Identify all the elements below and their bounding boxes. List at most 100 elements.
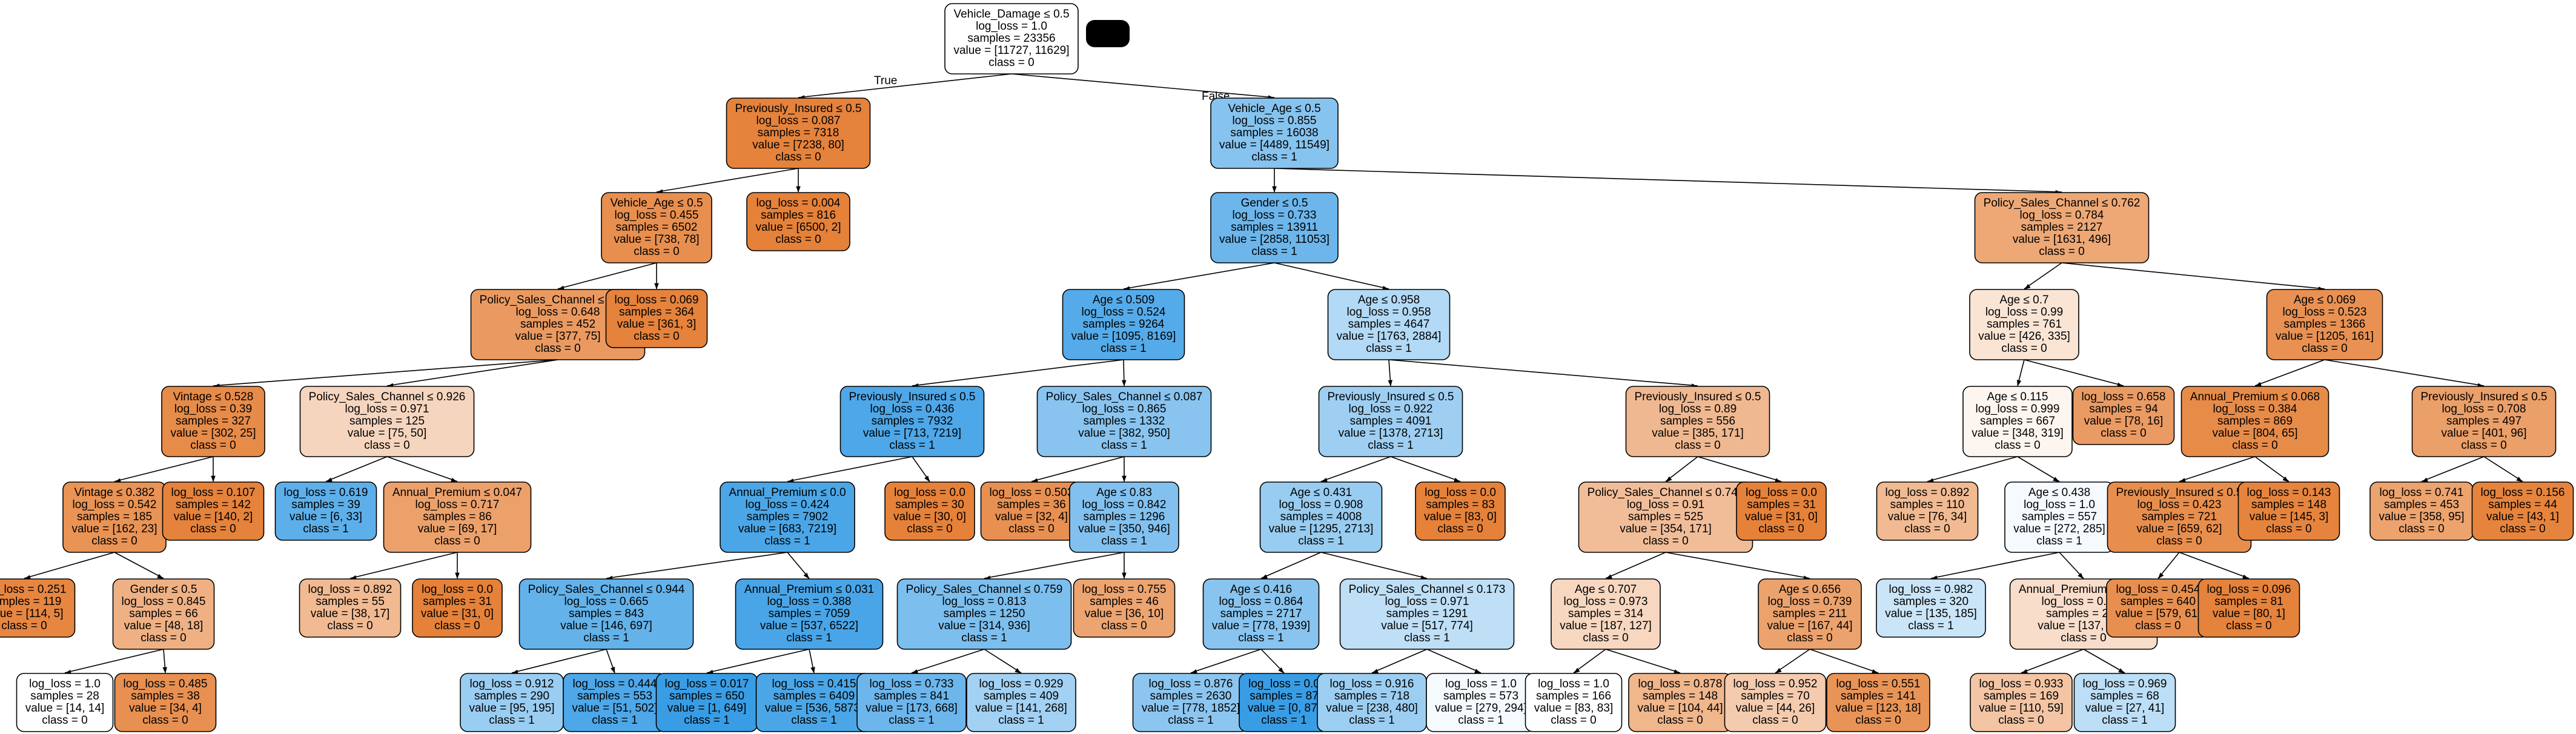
tree-edge [2324,359,2485,386]
node-text-line: samples = 28 [30,690,99,703]
node-box [2180,386,2329,457]
node-text-line: samples = 110 [1890,498,1965,511]
node-text-line: Previously_Insured ≤ 0.5 [735,102,862,115]
node-text-line: class = 0 [2039,245,2085,258]
tree-edge [1190,649,1262,673]
node-text-line: value = [354, 171] [1620,523,1712,535]
node-text-line: value = [377, 75] [515,330,600,343]
node-text-line: class = 1 [1101,342,1147,355]
node-text-line: log_loss = 1.0 [29,678,101,690]
edge-arrowhead [2021,669,2028,673]
tree-edge [2083,649,2125,673]
node-text-line: value = [123, 18] [1835,702,1921,715]
node-text-line: log_loss = 1.0 [1538,678,1609,690]
node-text-line: log_loss = 0.755 [1082,583,1167,596]
node-text-line: log_loss = 0.892 [308,583,392,596]
edge-arrowhead [1606,574,1612,579]
node-text-line: class = 0 [988,56,1035,69]
node-text-line: class = 0 [775,233,821,246]
node-box [1327,289,1451,360]
tree-edge [386,456,458,482]
node-text-line: value = [1295, 2713] [1269,523,1374,535]
tree-edge [911,649,985,673]
node-box [944,3,1079,74]
edge-arrowhead [796,186,801,193]
node-box [601,192,712,263]
edge-arrowhead [1261,574,1268,579]
node-text-line: samples = 2127 [2021,221,2103,234]
node-text-line: samples = 553 [577,690,652,703]
node-text-line: Vintage ≤ 0.528 [173,391,254,403]
tree-edge [1123,262,1275,289]
edge-arrowhead [1388,380,1393,386]
node-text-line: value = [36, 10] [1085,607,1164,620]
tree-edge [1930,552,2060,579]
node-text-line: samples = 237 [2046,607,2121,620]
node-text-line: log_loss = 0.973 [1564,595,1648,608]
node-text-line: value = [187, 127] [1560,620,1652,632]
node-text-line: log_loss = 1.0 [2024,498,2095,511]
tree-edge [656,168,799,193]
node-text-line: value = [31, 0] [1745,511,1818,523]
node-text-line: class = 0 [1998,714,2044,727]
node-text-line: log_loss = 0.665 [565,595,649,608]
tree-edge [24,552,115,579]
node-text-line: log_loss = 0.912 [470,678,554,690]
node-text-line: class = 0 [142,714,188,727]
node-text-line: class = 1 [684,714,730,727]
node-text-line: class = 0 [634,330,680,343]
node-text-line: samples = 36 [997,498,1066,511]
node-text-line: log_loss = 0.878 [1638,678,1723,690]
node-text-line: class = 1 [592,714,638,727]
node-text-line: class = 0 [141,632,187,644]
node-text-line: value = [537, 6522] [760,620,858,632]
node-text-line: samples = 39 [291,498,360,511]
node-text-line: samples = 557 [2022,511,2097,523]
tree-edge [1573,649,1606,673]
node-text-line: class = 0 [327,620,373,632]
node-text-line: value = [11727, 11629] [953,44,1069,57]
node-text-line: class = 1 [1238,632,1284,644]
tree-edge [511,649,607,673]
node-text-line: samples = 30 [895,498,964,511]
node-box [2073,673,2176,732]
tree-edge [706,649,810,673]
edge-arrowhead [24,575,31,580]
node-text-line: log_loss = 0.717 [416,498,500,511]
node-text-line: samples = 841 [874,690,949,703]
tree-edge [787,456,913,482]
node-text-line: class = 0 [1101,620,1147,632]
node-text-line: class = 0 [1657,714,1703,727]
node-text-line: log_loss = 0.455 [615,209,699,222]
node-box [1339,578,1515,650]
node-text-line: Age ≤ 0.707 [1575,583,1637,596]
node-text-line: samples = 55 [316,595,385,608]
edge-arrowhead [2078,572,2084,579]
node-text-line: class = 0 [1904,523,1950,535]
edge-arrowhead [803,572,809,579]
node-text-line: log_loss = 0.0 [1248,678,1320,690]
node-text-line: value = [145, 3] [2250,511,2328,523]
tree-edge [2483,456,2523,482]
node-text-line: log_loss = 0.648 [516,306,600,319]
node-text-line: value = [6500, 2] [755,221,841,234]
node-text-line: class = 1 [1101,439,1147,452]
node-text-line: class = 1 [786,632,832,644]
edge-arrowhead [1321,477,1328,482]
node-box [856,673,967,732]
node-text-line: value = [30, 0] [893,511,966,523]
node-box [2411,386,2557,457]
node-box [2237,481,2340,541]
node-text-line: Policy_Sales_Channel ≤ 0.087 [1046,391,1203,403]
